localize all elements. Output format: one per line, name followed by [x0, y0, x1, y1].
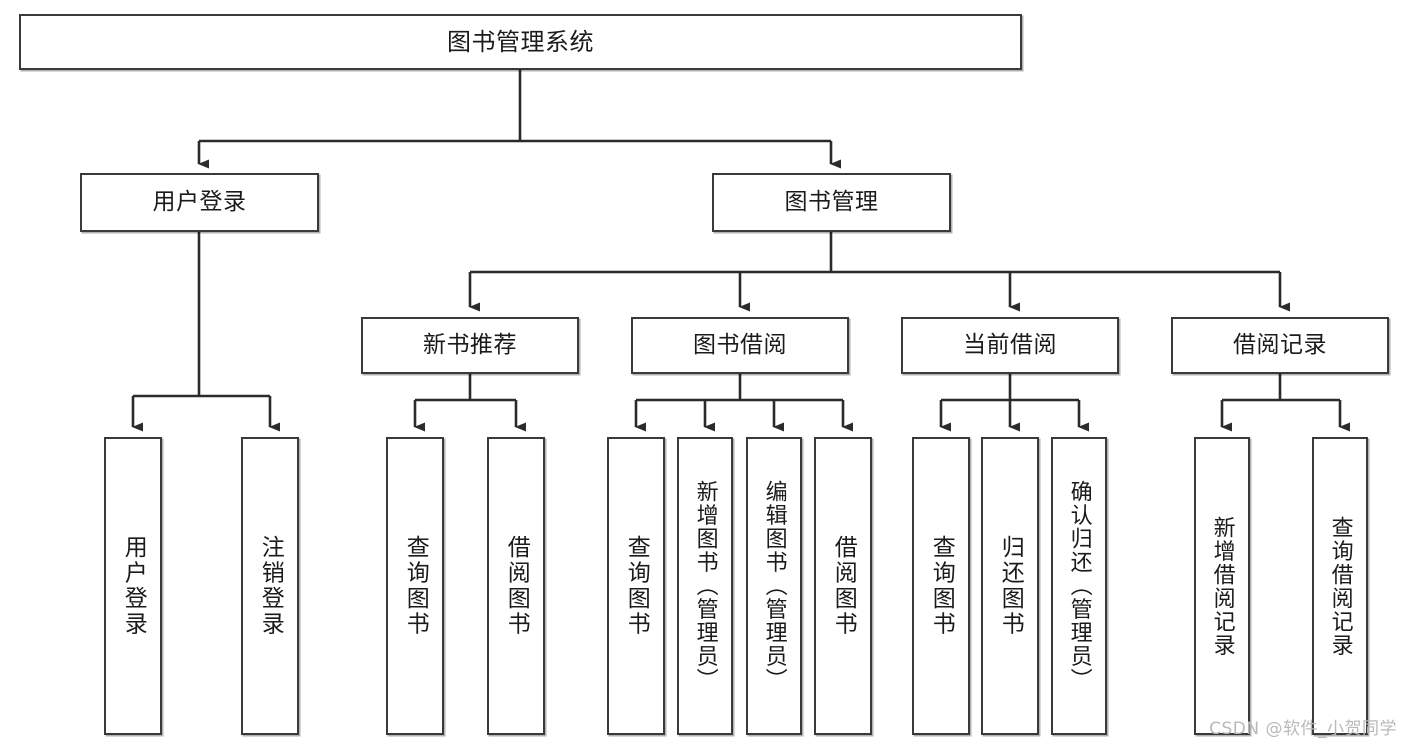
node-book-borrow-label: 图书借阅: [693, 331, 787, 358]
node-leaf-borrow-book-2-label: 借阅图书: [830, 535, 857, 637]
node-book-manage[interactable]: 图书管理: [712, 173, 951, 232]
node-leaf-user-login-label: 用户登录: [120, 535, 147, 637]
node-borrow-record-label: 借阅记录: [1233, 331, 1327, 358]
node-leaf-edit-book-admin[interactable]: 编辑图书（管理员）: [746, 437, 802, 735]
node-leaf-add-book-admin[interactable]: 新增图书（管理员）: [677, 437, 733, 735]
node-leaf-query-book-3[interactable]: 查询图书: [912, 437, 970, 735]
node-leaf-add-book-admin-label: 新增图书（管理员）: [692, 480, 718, 692]
node-new-book-recommend[interactable]: 新书推荐: [361, 317, 579, 374]
node-leaf-add-borrow-record[interactable]: 新增借阅记录: [1194, 437, 1250, 735]
node-leaf-user-login[interactable]: 用户登录: [104, 437, 162, 735]
node-borrow-record[interactable]: 借阅记录: [1171, 317, 1389, 374]
node-leaf-query-book-2[interactable]: 查询图书: [607, 437, 665, 735]
node-user-login-label: 用户登录: [152, 188, 247, 215]
node-leaf-confirm-return-admin[interactable]: 确认归还（管理员）: [1051, 437, 1107, 735]
node-leaf-confirm-return-admin-label: 确认归还（管理员）: [1066, 480, 1092, 692]
node-leaf-borrow-book-1-label: 借阅图书: [503, 535, 530, 637]
node-new-book-recommend-label: 新书推荐: [423, 331, 517, 358]
node-book-manage-label: 图书管理: [784, 188, 879, 215]
node-leaf-query-borrow-record-label: 查询借阅记录: [1327, 515, 1353, 657]
node-leaf-borrow-book-2[interactable]: 借阅图书: [814, 437, 872, 735]
node-leaf-add-borrow-record-label: 新增借阅记录: [1209, 515, 1235, 657]
node-leaf-edit-book-admin-label: 编辑图书（管理员）: [761, 480, 787, 692]
node-user-login[interactable]: 用户登录: [80, 173, 319, 232]
node-leaf-query-book-1[interactable]: 查询图书: [386, 437, 444, 735]
node-leaf-borrow-book-1[interactable]: 借阅图书: [487, 437, 545, 735]
node-current-borrow[interactable]: 当前借阅: [901, 317, 1119, 374]
node-leaf-query-book-1-label: 查询图书: [402, 535, 429, 637]
node-leaf-query-book-2-label: 查询图书: [623, 535, 650, 637]
node-leaf-query-book-3-label: 查询图书: [928, 535, 955, 637]
node-root[interactable]: 图书管理系统: [19, 14, 1022, 70]
node-leaf-return-book[interactable]: 归还图书: [981, 437, 1039, 735]
node-leaf-return-book-label: 归还图书: [997, 535, 1024, 637]
node-leaf-query-borrow-record[interactable]: 查询借阅记录: [1312, 437, 1368, 735]
watermark-text: CSDN @软件_小贺同学: [1209, 719, 1397, 739]
node-leaf-logout-login-label: 注销登录: [257, 535, 284, 637]
node-leaf-logout-login[interactable]: 注销登录: [241, 437, 299, 735]
node-book-borrow[interactable]: 图书借阅: [631, 317, 849, 374]
node-root-label: 图书管理系统: [447, 27, 594, 56]
node-current-borrow-label: 当前借阅: [963, 331, 1057, 358]
